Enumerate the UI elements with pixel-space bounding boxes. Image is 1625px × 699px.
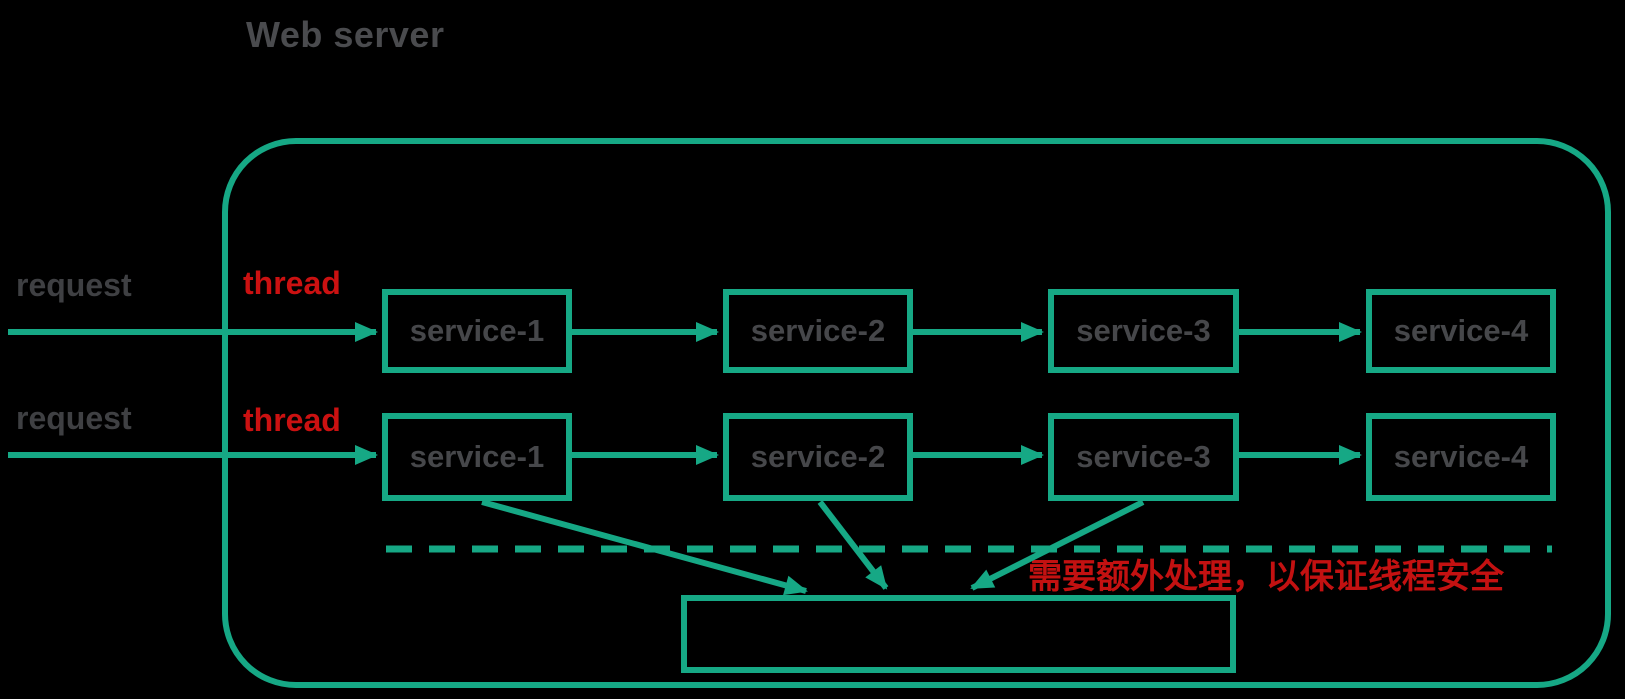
service-box: service-1 bbox=[382, 289, 572, 373]
service-box: service-4 bbox=[1366, 413, 1556, 501]
service-label: service-3 bbox=[1076, 439, 1211, 474]
page-title: Web server bbox=[246, 14, 445, 55]
thread-label-lane1: thread bbox=[243, 265, 341, 301]
service-label: service-4 bbox=[1393, 439, 1529, 474]
web-server-container bbox=[222, 138, 1611, 688]
thread-safety-annotation: 需要额外处理，以保证线程安全 bbox=[1028, 558, 1504, 596]
service-label: service-2 bbox=[750, 313, 886, 348]
service-box: service-3 bbox=[1048, 413, 1239, 501]
shared-resource-box bbox=[681, 595, 1236, 673]
service-box: service-3 bbox=[1048, 289, 1239, 373]
service-label: service-1 bbox=[409, 313, 545, 348]
request-label-lane2: request bbox=[16, 400, 132, 436]
service-label: service-1 bbox=[409, 439, 545, 474]
service-label: service-3 bbox=[1076, 313, 1211, 348]
service-box: service-2 bbox=[723, 289, 913, 373]
request-label-lane1: request bbox=[16, 267, 132, 303]
service-box: service-1 bbox=[382, 413, 572, 501]
thread-label-lane2: thread bbox=[243, 402, 341, 438]
service-box: service-2 bbox=[723, 413, 913, 501]
service-label: service-2 bbox=[750, 439, 886, 474]
service-label: service-4 bbox=[1393, 313, 1529, 348]
service-box: service-4 bbox=[1366, 289, 1556, 373]
